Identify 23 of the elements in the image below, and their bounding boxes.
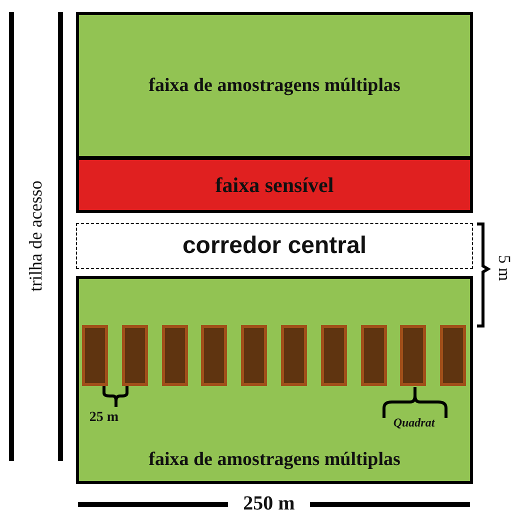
quadrat-plot — [82, 325, 108, 386]
sampling-band — [76, 12, 473, 159]
quadrat-plot — [400, 325, 426, 386]
band-label: faixa de amostragens múltiplas — [148, 449, 400, 471]
sensitive-band — [76, 157, 473, 213]
quadrat-plot — [241, 325, 268, 386]
quadrat-plot — [162, 325, 188, 386]
band-label: corredor central — [182, 232, 367, 260]
quadrat-plot — [360, 325, 387, 386]
trail-label: trilha de acesso — [26, 180, 46, 292]
quadrat-plot — [440, 325, 466, 386]
band-label: faixa sensível — [215, 172, 334, 198]
central-corridor — [76, 223, 473, 269]
dimension-label: 5 m — [494, 255, 513, 281]
quadrat-label: Quadrat — [393, 416, 435, 430]
quadrat-plot — [122, 325, 148, 386]
quadrat-plot — [201, 325, 228, 386]
band-label: faixa de amostragens múltiplas — [148, 74, 400, 96]
sampling-band — [76, 276, 473, 484]
dimension-label: 25 m — [89, 410, 119, 426]
dimension-label: 250 m — [243, 492, 295, 516]
quadrat-plot — [281, 325, 307, 386]
quadrat-plot — [320, 325, 347, 386]
